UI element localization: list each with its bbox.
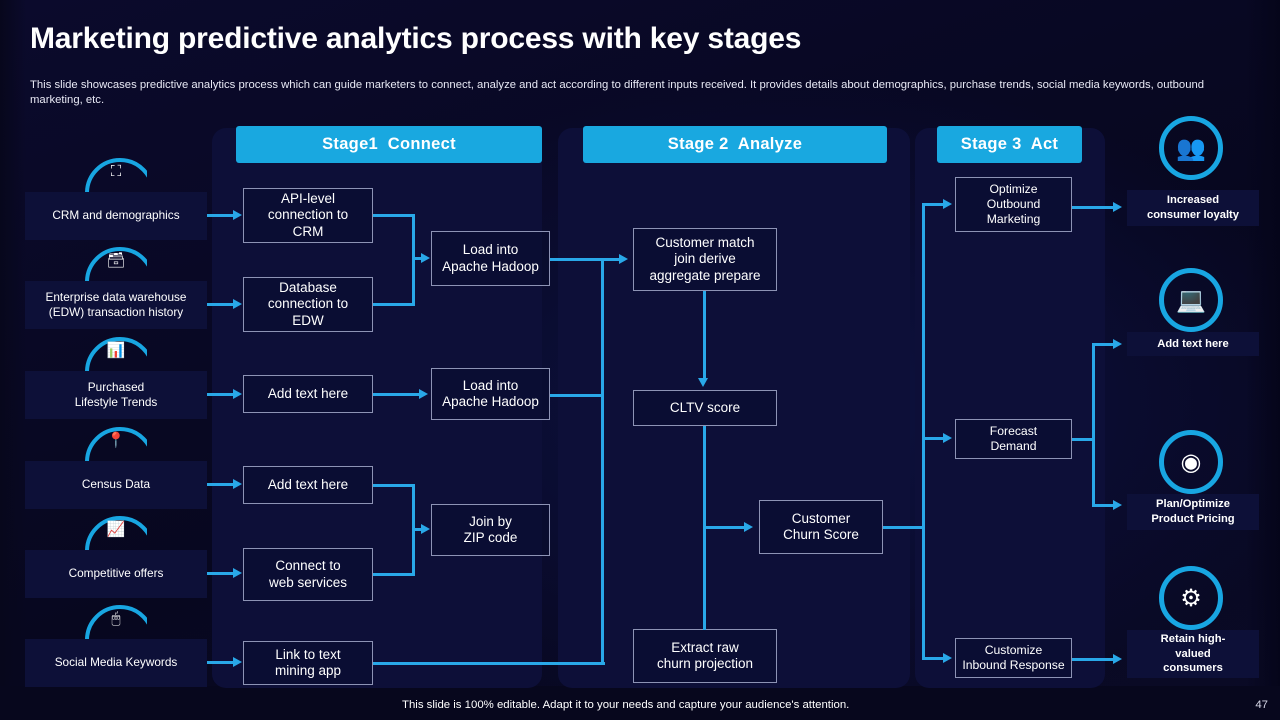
arrow-census-to-addtext2 <box>233 479 242 489</box>
database-stack-icon: 🗃 <box>85 247 147 281</box>
stage1-box-add-text-1[interactable]: Add text here <box>243 375 373 413</box>
connector-stage2-input-trunk <box>601 258 604 397</box>
connector-merge-trunk-1 <box>412 214 415 306</box>
source-item-crm[interactable]: CRM and demographics <box>25 192 207 240</box>
left-edge-shade <box>0 0 26 720</box>
connector-database-out <box>373 303 415 306</box>
connector-forecast-out <box>1072 438 1095 441</box>
pricing-target-icon: ◉ <box>1159 430 1223 494</box>
connector-forecast-to-pricing <box>1092 504 1116 507</box>
page-number: 47 <box>1255 699 1268 711</box>
connector-forecast-branch-trunk <box>1092 343 1095 507</box>
arrow-forecast-to-addtext <box>1113 339 1122 349</box>
footer-note: This slide is 100% editable. Adapt it to… <box>402 699 850 711</box>
page-title: Marketing predictive analytics process w… <box>30 22 802 55</box>
connector-webservices-out <box>373 573 415 576</box>
crm-people-icon: ⛶ <box>85 158 147 192</box>
outcome-item-add-text-here[interactable]: Add text here <box>1127 332 1259 356</box>
source-item-competitive-offers[interactable]: Competitive offers <box>25 550 207 598</box>
connector-trunk-to-customer-match <box>601 258 623 261</box>
source-item-census-data[interactable]: Census Data <box>25 461 207 509</box>
arrow-lifestyle-to-addtext1 <box>233 389 242 399</box>
connector-addtext2-out <box>373 484 415 487</box>
connector-optimize-to-loyalty <box>1072 206 1116 209</box>
stage2-box-cltv-score[interactable]: CLTV score <box>633 390 777 426</box>
connector-textmining-rail <box>373 662 605 665</box>
hand-chart-icon: 📈 <box>85 516 147 550</box>
arrow-optimize-to-loyalty <box>1113 202 1122 212</box>
connector-lifestyle-to-addtext1 <box>207 393 235 396</box>
arrow-customer-match-to-cltv <box>698 378 708 387</box>
arrow-addtext1-to-hadoop2 <box>419 389 428 399</box>
connector-trunk-to-optimize-outbound <box>922 203 947 206</box>
page-subtitle: This slide showcases predictive analytic… <box>30 79 1205 107</box>
monitor-growth-icon: 💻 <box>1159 268 1223 332</box>
connector-hadoop1-right <box>550 258 604 261</box>
connector-merge-to-hadoop1 <box>412 257 425 260</box>
shopping-trend-icon: 📊 <box>85 337 147 371</box>
arrow-to-forecast-demand <box>943 433 952 443</box>
connector-trunk-to-forecast-demand <box>922 437 947 440</box>
stage-header-connect[interactable]: Stage1 Connect <box>236 126 542 163</box>
stage-header-act[interactable]: Stage 3 Act <box>937 126 1082 163</box>
stage1-box-add-text-2[interactable]: Add text here <box>243 466 373 504</box>
arrow-competitive-to-webservices <box>233 568 242 578</box>
connector-crm-to-api <box>207 214 235 217</box>
connector-api-out <box>373 214 415 217</box>
right-edge-shade <box>1246 0 1280 720</box>
arrow-to-customize-inbound <box>943 653 952 663</box>
arrow-to-churn-score <box>744 522 753 532</box>
hand-gear-user-icon: ⚙ <box>1159 566 1223 630</box>
keyword-click-icon: 🖱 <box>85 605 147 639</box>
source-item-edw[interactable]: Enterprise data warehouse(EDW) transacti… <box>25 281 207 329</box>
arrow-forecast-to-pricing <box>1113 500 1122 510</box>
arrow-crm-to-api <box>233 210 242 220</box>
connector-competitive-to-webservices <box>207 572 235 575</box>
connector-forecast-to-addtext <box>1092 343 1116 346</box>
connector-churn-to-stage3 <box>883 526 925 529</box>
arrow-to-optimize-outbound <box>943 199 952 209</box>
hand-customer-icon: 👥 <box>1159 116 1223 180</box>
connector-trunk-to-churn-score <box>703 526 747 529</box>
arrow-social-to-textmining <box>233 657 242 667</box>
location-pin-icon: 📍 <box>85 427 147 461</box>
connector-textmining-riser <box>601 397 604 665</box>
arrow-to-customer-match <box>619 254 628 264</box>
arrow-edw-to-database <box>233 299 242 309</box>
connector-customer-match-to-cltv <box>703 291 706 379</box>
connector-addtext1-to-hadoop2 <box>373 393 421 396</box>
connector-hadoop2-right <box>550 394 604 397</box>
arrow-inbound-to-retain <box>1113 654 1122 664</box>
source-item-social-media-keywords[interactable]: Social Media Keywords <box>25 639 207 687</box>
arrow-merge-to-zip <box>421 524 430 534</box>
connector-census-to-addtext2 <box>207 483 235 486</box>
bottom-edge-shade <box>0 686 1280 720</box>
connector-edw-to-database <box>207 303 235 306</box>
connector-trunk-to-customize-inbound <box>922 657 947 660</box>
arrow-merge-to-hadoop1 <box>421 253 430 263</box>
connector-stage3-trunk <box>922 203 925 658</box>
connector-inbound-to-retain <box>1072 658 1116 661</box>
stage-header-analyze[interactable]: Stage 2 Analyze <box>583 126 887 163</box>
connector-merge-to-zip <box>412 528 425 531</box>
connector-social-to-textmining <box>207 661 235 664</box>
